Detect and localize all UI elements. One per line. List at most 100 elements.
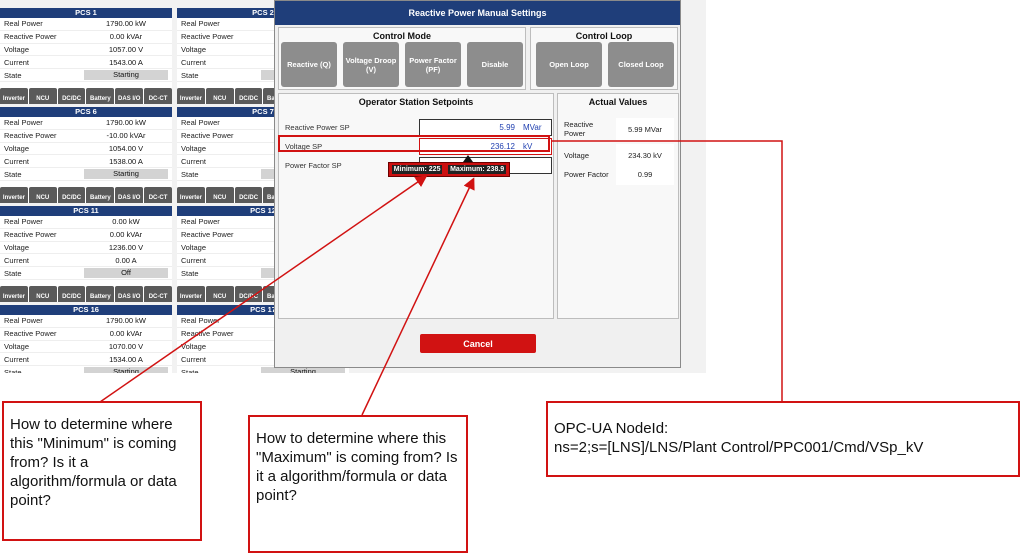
pcs-row-value: 0.00 kVAr (109, 329, 143, 339)
reactive-power-dialog: Reactive Power Manual Settings Control M… (274, 0, 681, 368)
pcs-title: PCS 7 (177, 107, 349, 117)
pcs-row-voltage: Voltage (177, 44, 349, 57)
pcs-row-label: State (181, 70, 199, 80)
pcs-ncu-button[interactable]: NCU (205, 88, 234, 104)
pcs-row-voltage: Voltage 1236.00 V (0, 242, 172, 255)
pcs-row-voltage: Voltage 1070.00 V (0, 341, 172, 354)
pcs-battery-button[interactable]: Battery (86, 286, 115, 302)
pcs-row-label: State (181, 367, 199, 373)
pcs-title: PCS 1 (0, 8, 172, 18)
pcs-row-value: 1543.00 A (109, 57, 143, 67)
reactive-power-sp-label: Reactive Power SP (285, 122, 350, 132)
nodeid-note: OPC-UA NodeId: ns=2;s=[LNS]/LNS/Plant Co… (546, 401, 1020, 477)
pcs-row-label: State (4, 367, 22, 373)
actual-reactive-power-row: Reactive Power 5.99 MVar (561, 118, 678, 140)
pcs-row-current: Current (177, 56, 349, 70)
pcs-row-value: 1057.00 V (108, 44, 144, 54)
pcs-dc-ct-button[interactable]: DC-CT (144, 88, 172, 104)
pcs-inverter-button[interactable]: Inverter (177, 88, 205, 104)
pcs-row-label: State (4, 268, 22, 278)
voltage-droop-button[interactable]: Voltage Droop (V) (343, 42, 399, 87)
pcs-row-label: Voltage (4, 341, 30, 351)
pcs-row-value: 0.00 A (115, 255, 137, 265)
power-factor-button[interactable]: Power Factor (PF) (405, 42, 461, 87)
pcs-row-value: 1070.00 V (108, 341, 144, 351)
pcs-battery-button[interactable]: Battery (86, 88, 115, 104)
tooltip-maximum: Maximum: 238.9 (448, 165, 507, 174)
pcs-das-i-o-button[interactable]: DAS I/O (115, 187, 144, 203)
pcs-row-label: Voltage (4, 242, 30, 252)
pcs-inverter-button[interactable]: Inverter (177, 187, 205, 203)
setpoints-title: Operator Station Setpoints (358, 97, 474, 107)
pcs-inverter-button[interactable]: Inverter (0, 286, 28, 302)
pcs-dc-dc-button[interactable]: DC/DC (234, 88, 263, 104)
pcs-row-real-power: Real Power (177, 18, 349, 31)
pcs-row-label: Real Power (181, 217, 220, 227)
pcs-row-value: 1054.00 V (108, 143, 144, 153)
pcs-das-i-o-button[interactable]: DAS I/O (115, 286, 144, 302)
pcs-row-value: Off (84, 268, 168, 279)
pcs-row-voltage: Voltage (177, 143, 349, 156)
cancel-button[interactable]: Cancel (420, 334, 536, 353)
pcs-ncu-button[interactable]: NCU (205, 286, 234, 302)
pcs-row-label: Reactive Power (4, 131, 57, 141)
pcs-row-state: State Off (0, 267, 172, 280)
pcs-row-label: Current (181, 354, 207, 364)
pcs-row-value: 1790.00 kW (105, 118, 147, 128)
pcs-row-label: Real Power (4, 217, 43, 227)
pcs-dc-dc-button[interactable]: DC/DC (234, 187, 263, 203)
pcs-row-label: Reactive Power (4, 32, 57, 42)
pcs-dc-ct-button[interactable]: DC-CT (144, 187, 172, 203)
pcs-ncu-button[interactable]: NCU (205, 187, 234, 203)
reactive-q-button[interactable]: Reactive (Q) (281, 42, 337, 87)
pcs-inverter-button[interactable]: Inverter (0, 88, 28, 104)
pcs-row-value: 1236.00 V (108, 242, 144, 252)
nodeid-note-value: ns=2;s=[LNS]/LNS/Plant Control/PPC001/Cm… (554, 439, 924, 456)
pcs-inverter-button[interactable]: Inverter (177, 286, 205, 302)
open-loop-button[interactable]: Open Loop (536, 42, 602, 87)
pcs-battery-button[interactable]: Battery (86, 187, 115, 203)
voltage-sp-highlight (278, 135, 550, 152)
pcs-inverter-button[interactable]: Inverter (0, 187, 28, 203)
pcs-row-label: Real Power (181, 118, 220, 128)
pcs-dc-dc-button[interactable]: DC/DC (57, 286, 86, 302)
pcs-dc-dc-button[interactable]: DC/DC (57, 88, 86, 104)
pcs-row-label: Real Power (4, 316, 43, 326)
pcs-row-value: Starting (84, 367, 168, 373)
pcs-ncu-button[interactable]: NCU (28, 88, 57, 104)
pcs-das-i-o-button[interactable]: DAS I/O (115, 88, 144, 104)
disable-button[interactable]: Disable (467, 42, 523, 87)
pcs-dc-dc-button[interactable]: DC/DC (234, 286, 263, 302)
pcs-title: PCS 11 (0, 206, 172, 216)
pcs-dc-dc-button[interactable]: DC/DC (57, 187, 86, 203)
voltage-sp-value: 236.12 (490, 141, 515, 151)
reactive-power-sp-input[interactable]: 5.99 MVar (419, 118, 552, 136)
tooltip-caret-icon (463, 155, 473, 162)
pcs-row-label: Reactive Power (181, 329, 234, 339)
pcs-row-label: Voltage (181, 242, 207, 252)
pcs-title: PCS 16 (0, 305, 172, 315)
pcs-row-label: Current (181, 255, 207, 265)
pcs-ncu-button[interactable]: NCU (28, 187, 57, 203)
maximum-question-note: How to determine where this "Maximum" is… (248, 415, 468, 553)
pcs-ncu-button[interactable]: NCU (28, 286, 57, 302)
nodeid-note-heading: OPC-UA NodeId: (554, 420, 669, 437)
pcs-dc-ct-button[interactable]: DC-CT (144, 286, 172, 302)
closed-loop-button[interactable]: Closed Loop (608, 42, 674, 87)
